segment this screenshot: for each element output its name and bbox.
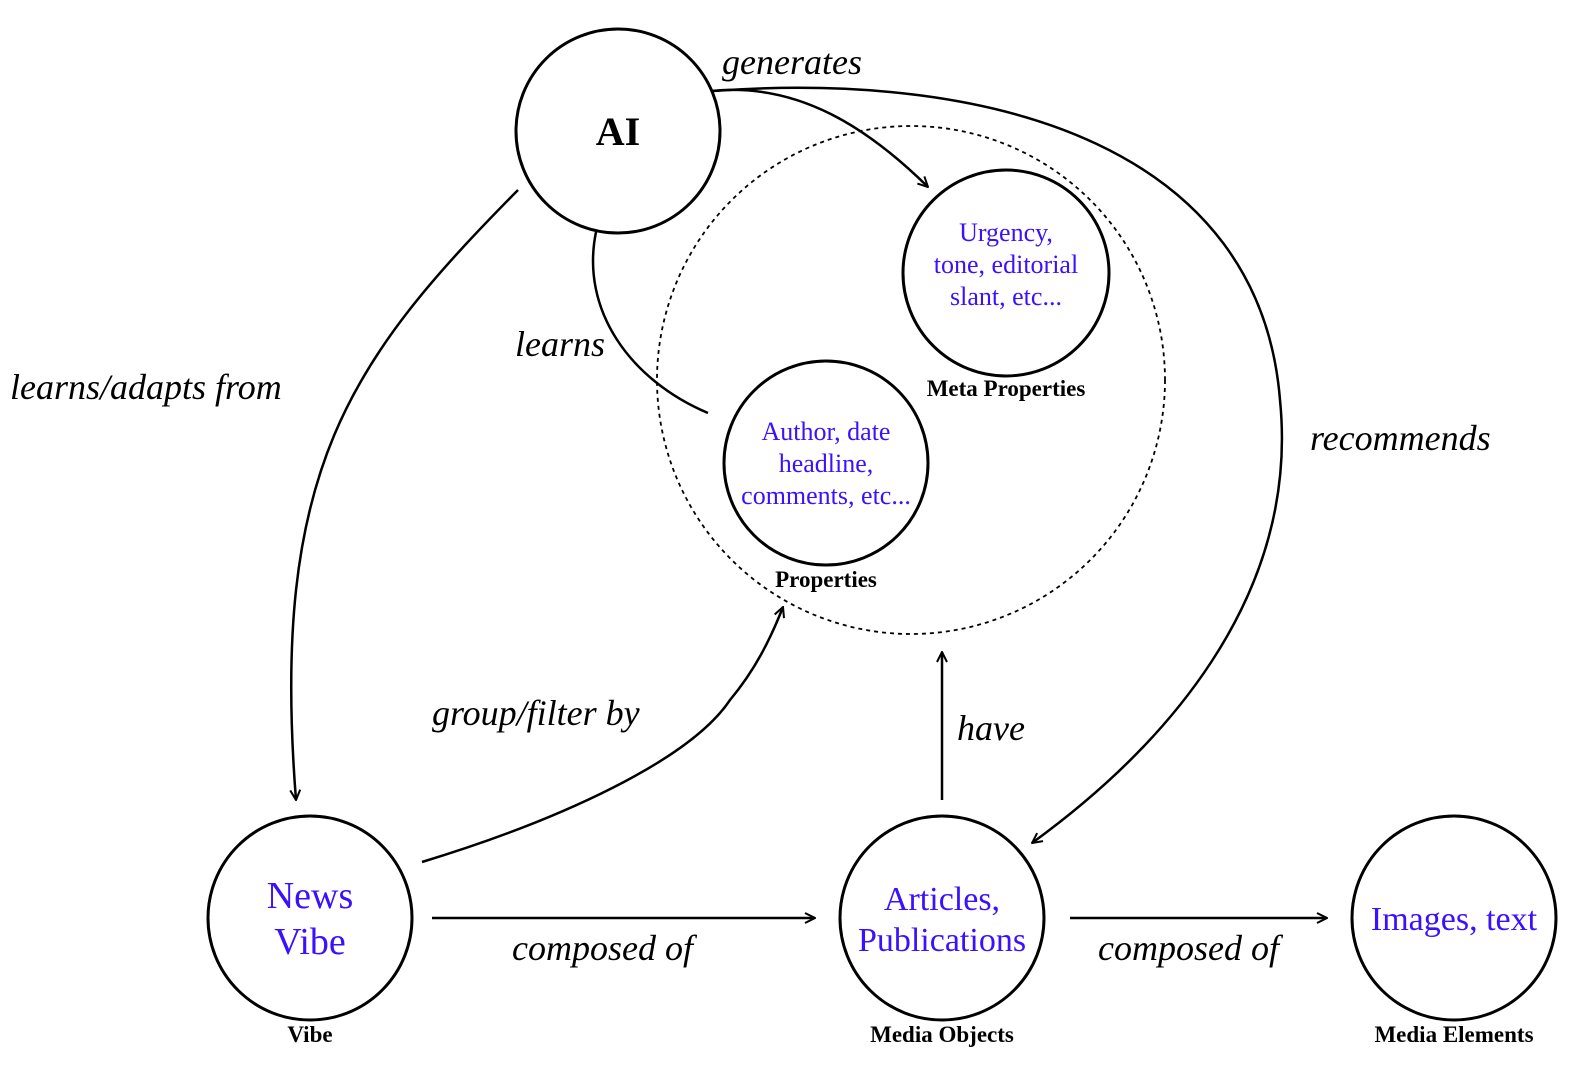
edge-recommends bbox=[711, 86, 1284, 843]
meta-line: Urgency, bbox=[959, 218, 1053, 247]
elements-caption: Media Elements bbox=[1374, 1022, 1533, 1047]
node-meta-properties: Urgency, tone, editorial slant, etc... M… bbox=[901, 168, 1111, 401]
meta-caption: Meta Properties bbox=[927, 376, 1086, 401]
edge-learns-adapts bbox=[291, 189, 519, 800]
node-vibe: News Vibe Vibe bbox=[206, 814, 414, 1047]
edge-generates bbox=[711, 88, 928, 187]
label-have: have bbox=[957, 708, 1025, 748]
objects-line: Publications bbox=[858, 922, 1026, 959]
props-caption: Properties bbox=[775, 567, 877, 592]
props-line: headline, bbox=[779, 449, 874, 478]
properties-group-boundary bbox=[656, 125, 1166, 635]
node-media-elements: Images, text Media Elements bbox=[1350, 814, 1558, 1047]
label-learns-adapts: learns/adapts from bbox=[10, 367, 282, 407]
vibe-line: Vibe bbox=[274, 921, 346, 963]
props-line: comments, etc... bbox=[741, 481, 911, 510]
vibe-caption: Vibe bbox=[287, 1022, 332, 1047]
label-generates: generates bbox=[722, 42, 862, 82]
node-properties: Author, date headline, comments, etc... … bbox=[722, 359, 930, 592]
label-learns: learns bbox=[515, 324, 605, 364]
label-composed-1: composed of bbox=[512, 928, 698, 968]
edge-learns bbox=[591, 231, 709, 415]
label-composed-2: composed of bbox=[1098, 928, 1284, 968]
vibe-line: News bbox=[267, 875, 354, 917]
objects-line: Articles, bbox=[884, 881, 1000, 918]
objects-caption: Media Objects bbox=[870, 1022, 1014, 1047]
ai-title: AI bbox=[596, 109, 640, 154]
props-line: Author, date bbox=[762, 417, 891, 446]
label-group-filter: group/filter by bbox=[432, 693, 640, 733]
node-ai: AI bbox=[514, 27, 722, 235]
node-media-objects: Articles, Publications Media Objects bbox=[838, 814, 1046, 1047]
edge-group-filter bbox=[421, 607, 783, 864]
meta-line: tone, editorial bbox=[934, 250, 1078, 279]
elements-line: Images, text bbox=[1371, 901, 1538, 938]
label-recommends: recommends bbox=[1310, 418, 1491, 458]
meta-line: slant, etc... bbox=[950, 282, 1062, 311]
